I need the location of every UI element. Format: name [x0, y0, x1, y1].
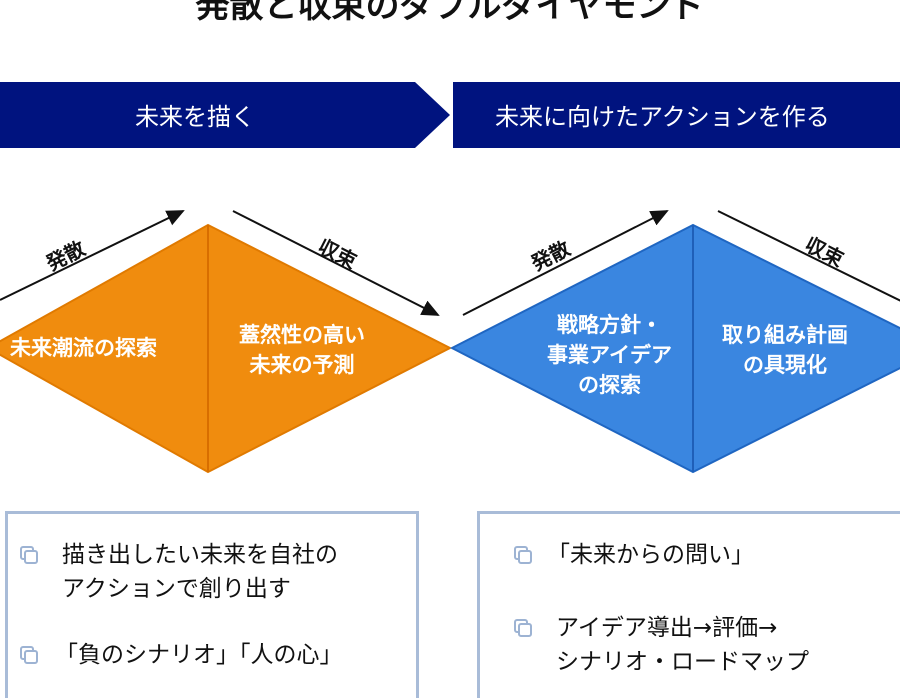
diamond-1-left-text: 未来潮流の探索	[10, 336, 157, 360]
copy-bullet-icon	[514, 619, 532, 637]
banner-label-2: 未来に向けたアクションを作る	[495, 103, 830, 131]
note-item: 描き出したい未来を自社の アクションで創り出す	[62, 538, 338, 606]
copy-bullet-icon	[20, 646, 38, 664]
banner-phase-1	[0, 82, 450, 148]
text-line: の探索	[578, 373, 641, 397]
banner-phase-2	[453, 82, 900, 148]
text-line: 事業アイデア	[547, 343, 672, 367]
converge-arrow-1	[232, 210, 440, 316]
note-item: 「負のシナリオ」「人の心」	[55, 638, 343, 672]
text-line: 「負のシナリオ」「人の心」	[55, 642, 343, 668]
phase-1-notes-box	[5, 511, 419, 698]
diverge-arrow-2	[462, 210, 669, 316]
text-line: 「未来からの問い」	[547, 542, 754, 568]
phase-2-notes-box	[477, 511, 900, 698]
page-title: 発散と収束のダブルダイヤモンド	[195, 0, 705, 26]
copy-bullet-icon	[20, 546, 38, 564]
diamond-2-left-text: 戦略方針・ 事業アイデア の探索	[527, 310, 692, 400]
copy-bullet-icon	[514, 546, 532, 564]
blue-diamond	[449, 223, 900, 474]
converge-arrow-2	[717, 210, 900, 302]
diverge-arrow-1	[0, 210, 185, 301]
diamond-1-right-text: 蓋然性の高い 未来の予測	[212, 320, 392, 380]
diamond-2-right-text: 取り組み計画 の具現化	[700, 320, 870, 380]
banner-label-1: 未来を描く	[135, 103, 255, 131]
text-line: アイデア導出→評価→	[556, 615, 778, 641]
text-line: の具現化	[743, 353, 827, 377]
text-line: 蓋然性の高い	[239, 323, 365, 347]
text-line: 取り組み計画	[722, 323, 848, 347]
text-line: 未来の予測	[249, 353, 355, 377]
text-line: 戦略方針・	[557, 313, 662, 337]
text-line: シナリオ・ロードマップ	[556, 649, 809, 675]
text-line: 描き出したい未来を自社の	[62, 542, 338, 568]
text-line: アクションで創り出す	[62, 576, 291, 602]
note-item: 「未来からの問い」	[547, 538, 754, 572]
note-item: アイデア導出→評価→ シナリオ・ロードマップ	[556, 611, 809, 679]
